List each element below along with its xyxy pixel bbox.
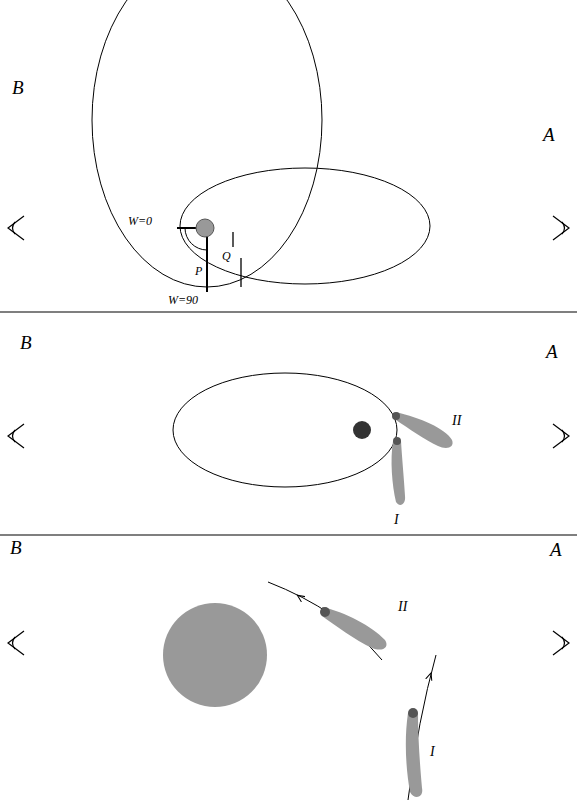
panel-three xyxy=(8,582,569,800)
viewpoint-letter: B xyxy=(10,538,22,557)
comet-label: II xyxy=(452,414,461,428)
panel-divider xyxy=(0,534,577,535)
point-label: P xyxy=(195,265,202,277)
angle-label: W=0 xyxy=(128,215,152,227)
panel-two xyxy=(8,373,569,505)
viewpoint-letter: A xyxy=(550,540,562,559)
viewpoint-letter: A xyxy=(546,342,558,361)
comet-label: II xyxy=(398,600,407,614)
angle-label: W=90 xyxy=(168,294,198,306)
panel-one xyxy=(8,0,569,292)
viewpoint-letter: B xyxy=(12,78,24,97)
point-label: Q xyxy=(222,250,231,262)
viewpoint-letter: A xyxy=(543,125,555,144)
comet-label: I xyxy=(394,513,399,527)
viewpoint-letter: B xyxy=(20,333,32,352)
comet-label: I xyxy=(430,745,435,759)
panel-divider xyxy=(0,311,577,312)
